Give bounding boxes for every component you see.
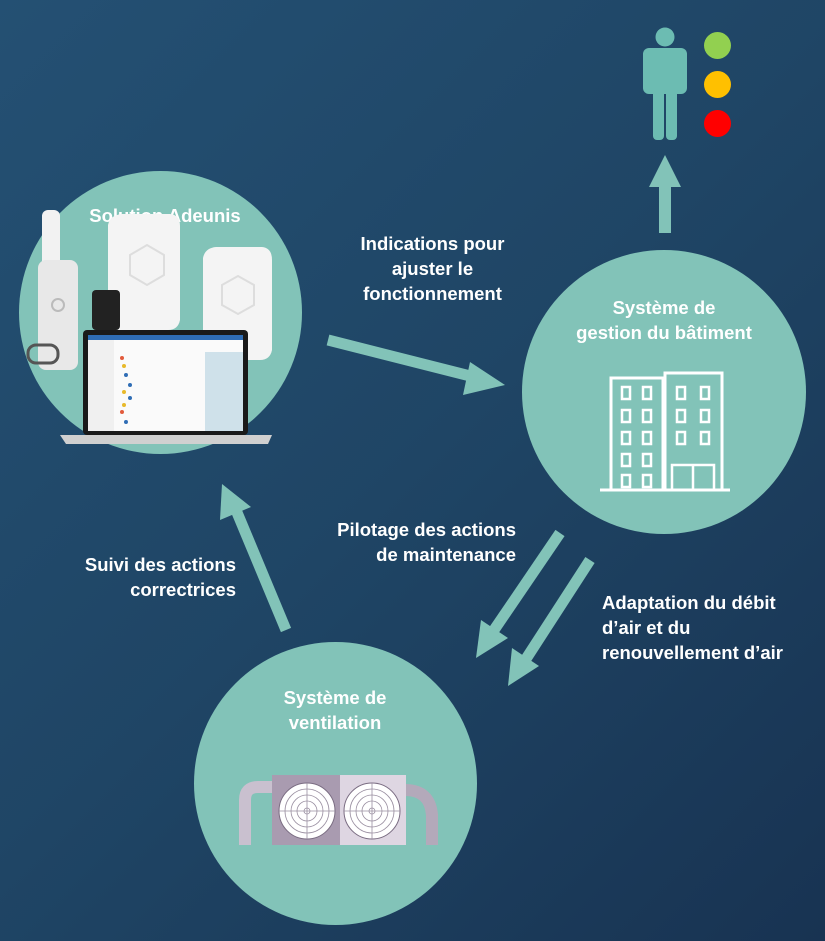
node-ventilation-title-line2: ventilation [288, 712, 382, 733]
edge-label-suivi: Suivi des actions correctrices [20, 552, 236, 602]
node-bms [522, 250, 806, 534]
edge-label-line: de maintenance [376, 544, 516, 565]
arrow-ventilation-to-adeunis [220, 484, 292, 633]
edge-label-line: ajuster le [391, 258, 474, 279]
node-bms-title-line1: Système de [612, 297, 716, 318]
edge-label-indications: Indications pour ajuster le fonctionneme… [330, 231, 535, 306]
edge-label-line: fonctionnement [363, 283, 502, 304]
arrow-bms-to-ventilation-maintenance [476, 529, 565, 658]
arrow-bms-to-ventilation-airflow [508, 557, 595, 686]
edge-label-line: Pilotage des actions [337, 519, 516, 540]
edge-label-pilotage: Pilotage des actions de maintenance [280, 517, 516, 567]
edge-label-line: Suivi des actions [84, 554, 236, 575]
node-adeunis-title: Solution Adeunis [89, 205, 241, 226]
edge-label-line: correctrices [130, 579, 236, 600]
status-orange-dot [704, 71, 731, 98]
edge-label-adaptation: Adaptation du débit d’air et du renouvel… [602, 590, 825, 665]
node-ventilation-title-line1: Système de [283, 687, 387, 708]
arrow-adeunis-to-bms [326, 334, 505, 395]
status-red-dot [704, 110, 731, 137]
status-green-dot [704, 32, 731, 59]
node-bms-title-line2: gestion du bâtiment [576, 322, 752, 343]
edge-label-line: Adaptation du débit [602, 592, 776, 613]
edge-label-line: d’air et du [602, 617, 691, 638]
edge-label-line: renouvellement d’air [602, 642, 783, 663]
arrow-bms-to-occupant [649, 155, 681, 233]
edge-label-line: Indications pour [360, 233, 505, 254]
